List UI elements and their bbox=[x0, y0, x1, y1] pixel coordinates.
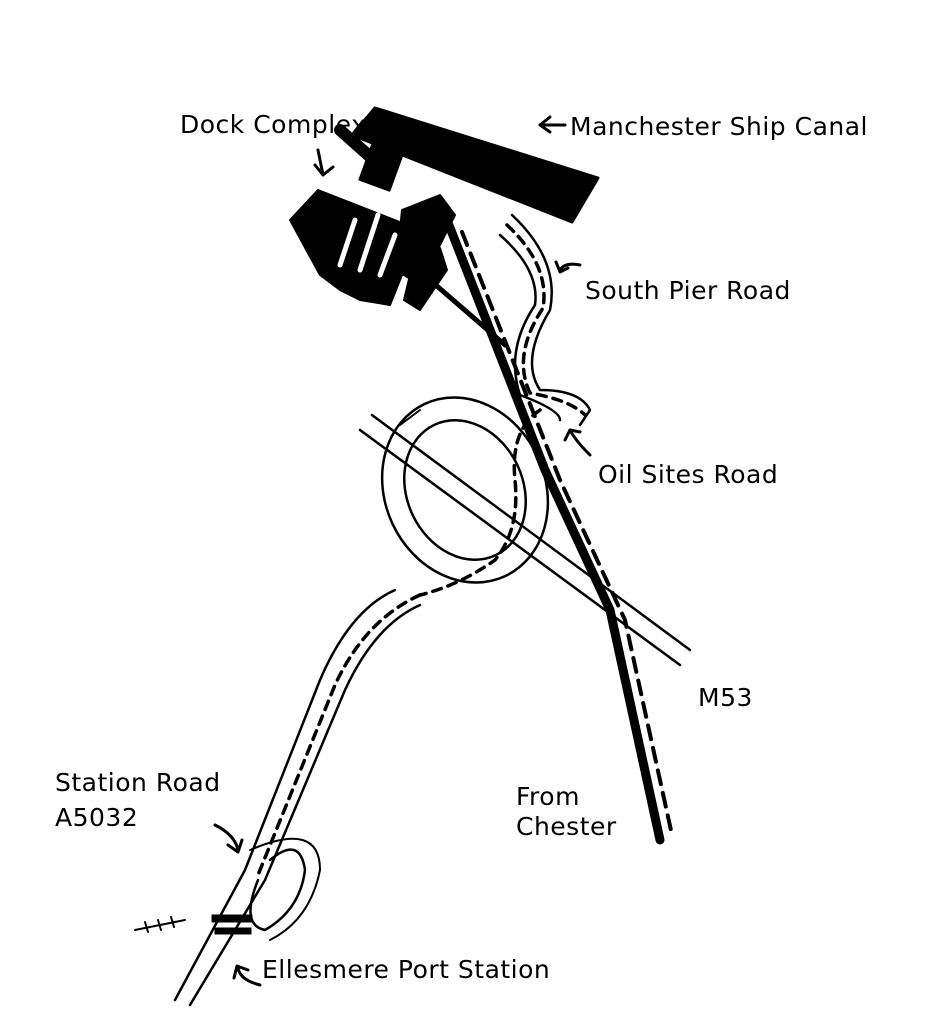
route-dashes-main bbox=[460, 230, 674, 837]
arrow-icon bbox=[538, 115, 567, 134]
roundabout bbox=[403, 419, 527, 561]
main-road bbox=[440, 210, 665, 845]
label-a5032: A5032 bbox=[55, 803, 139, 832]
arrow-icon bbox=[313, 148, 335, 177]
label-chester: Chester bbox=[516, 812, 617, 841]
label-from: From bbox=[516, 782, 580, 811]
arrow-icon bbox=[554, 260, 582, 274]
dock-complex bbox=[289, 124, 508, 348]
arrow-icon bbox=[213, 823, 244, 854]
route-dashes-station bbox=[256, 593, 422, 877]
label-south-pier-road: South Pier Road bbox=[585, 276, 791, 305]
station-road bbox=[173, 588, 397, 1002]
arrow-icon bbox=[563, 428, 592, 457]
label-ellesmere-port-station: Ellesmere Port Station bbox=[262, 955, 551, 984]
station-platform bbox=[211, 914, 253, 923]
ship-canal bbox=[350, 106, 600, 224]
route-dashes-south-pier bbox=[505, 223, 587, 417]
label-station-road: Station Road bbox=[55, 768, 221, 797]
label-dock-complex: Dock Complex bbox=[180, 110, 367, 139]
arrow-icon bbox=[232, 964, 262, 987]
label-m53: M53 bbox=[698, 683, 753, 712]
m53-motorway bbox=[358, 428, 682, 667]
route-dashes-roundabout bbox=[418, 408, 542, 597]
label-ship-canal: Manchester Ship Canal bbox=[570, 112, 868, 141]
label-oil-sites-road: Oil Sites Road bbox=[598, 460, 779, 489]
